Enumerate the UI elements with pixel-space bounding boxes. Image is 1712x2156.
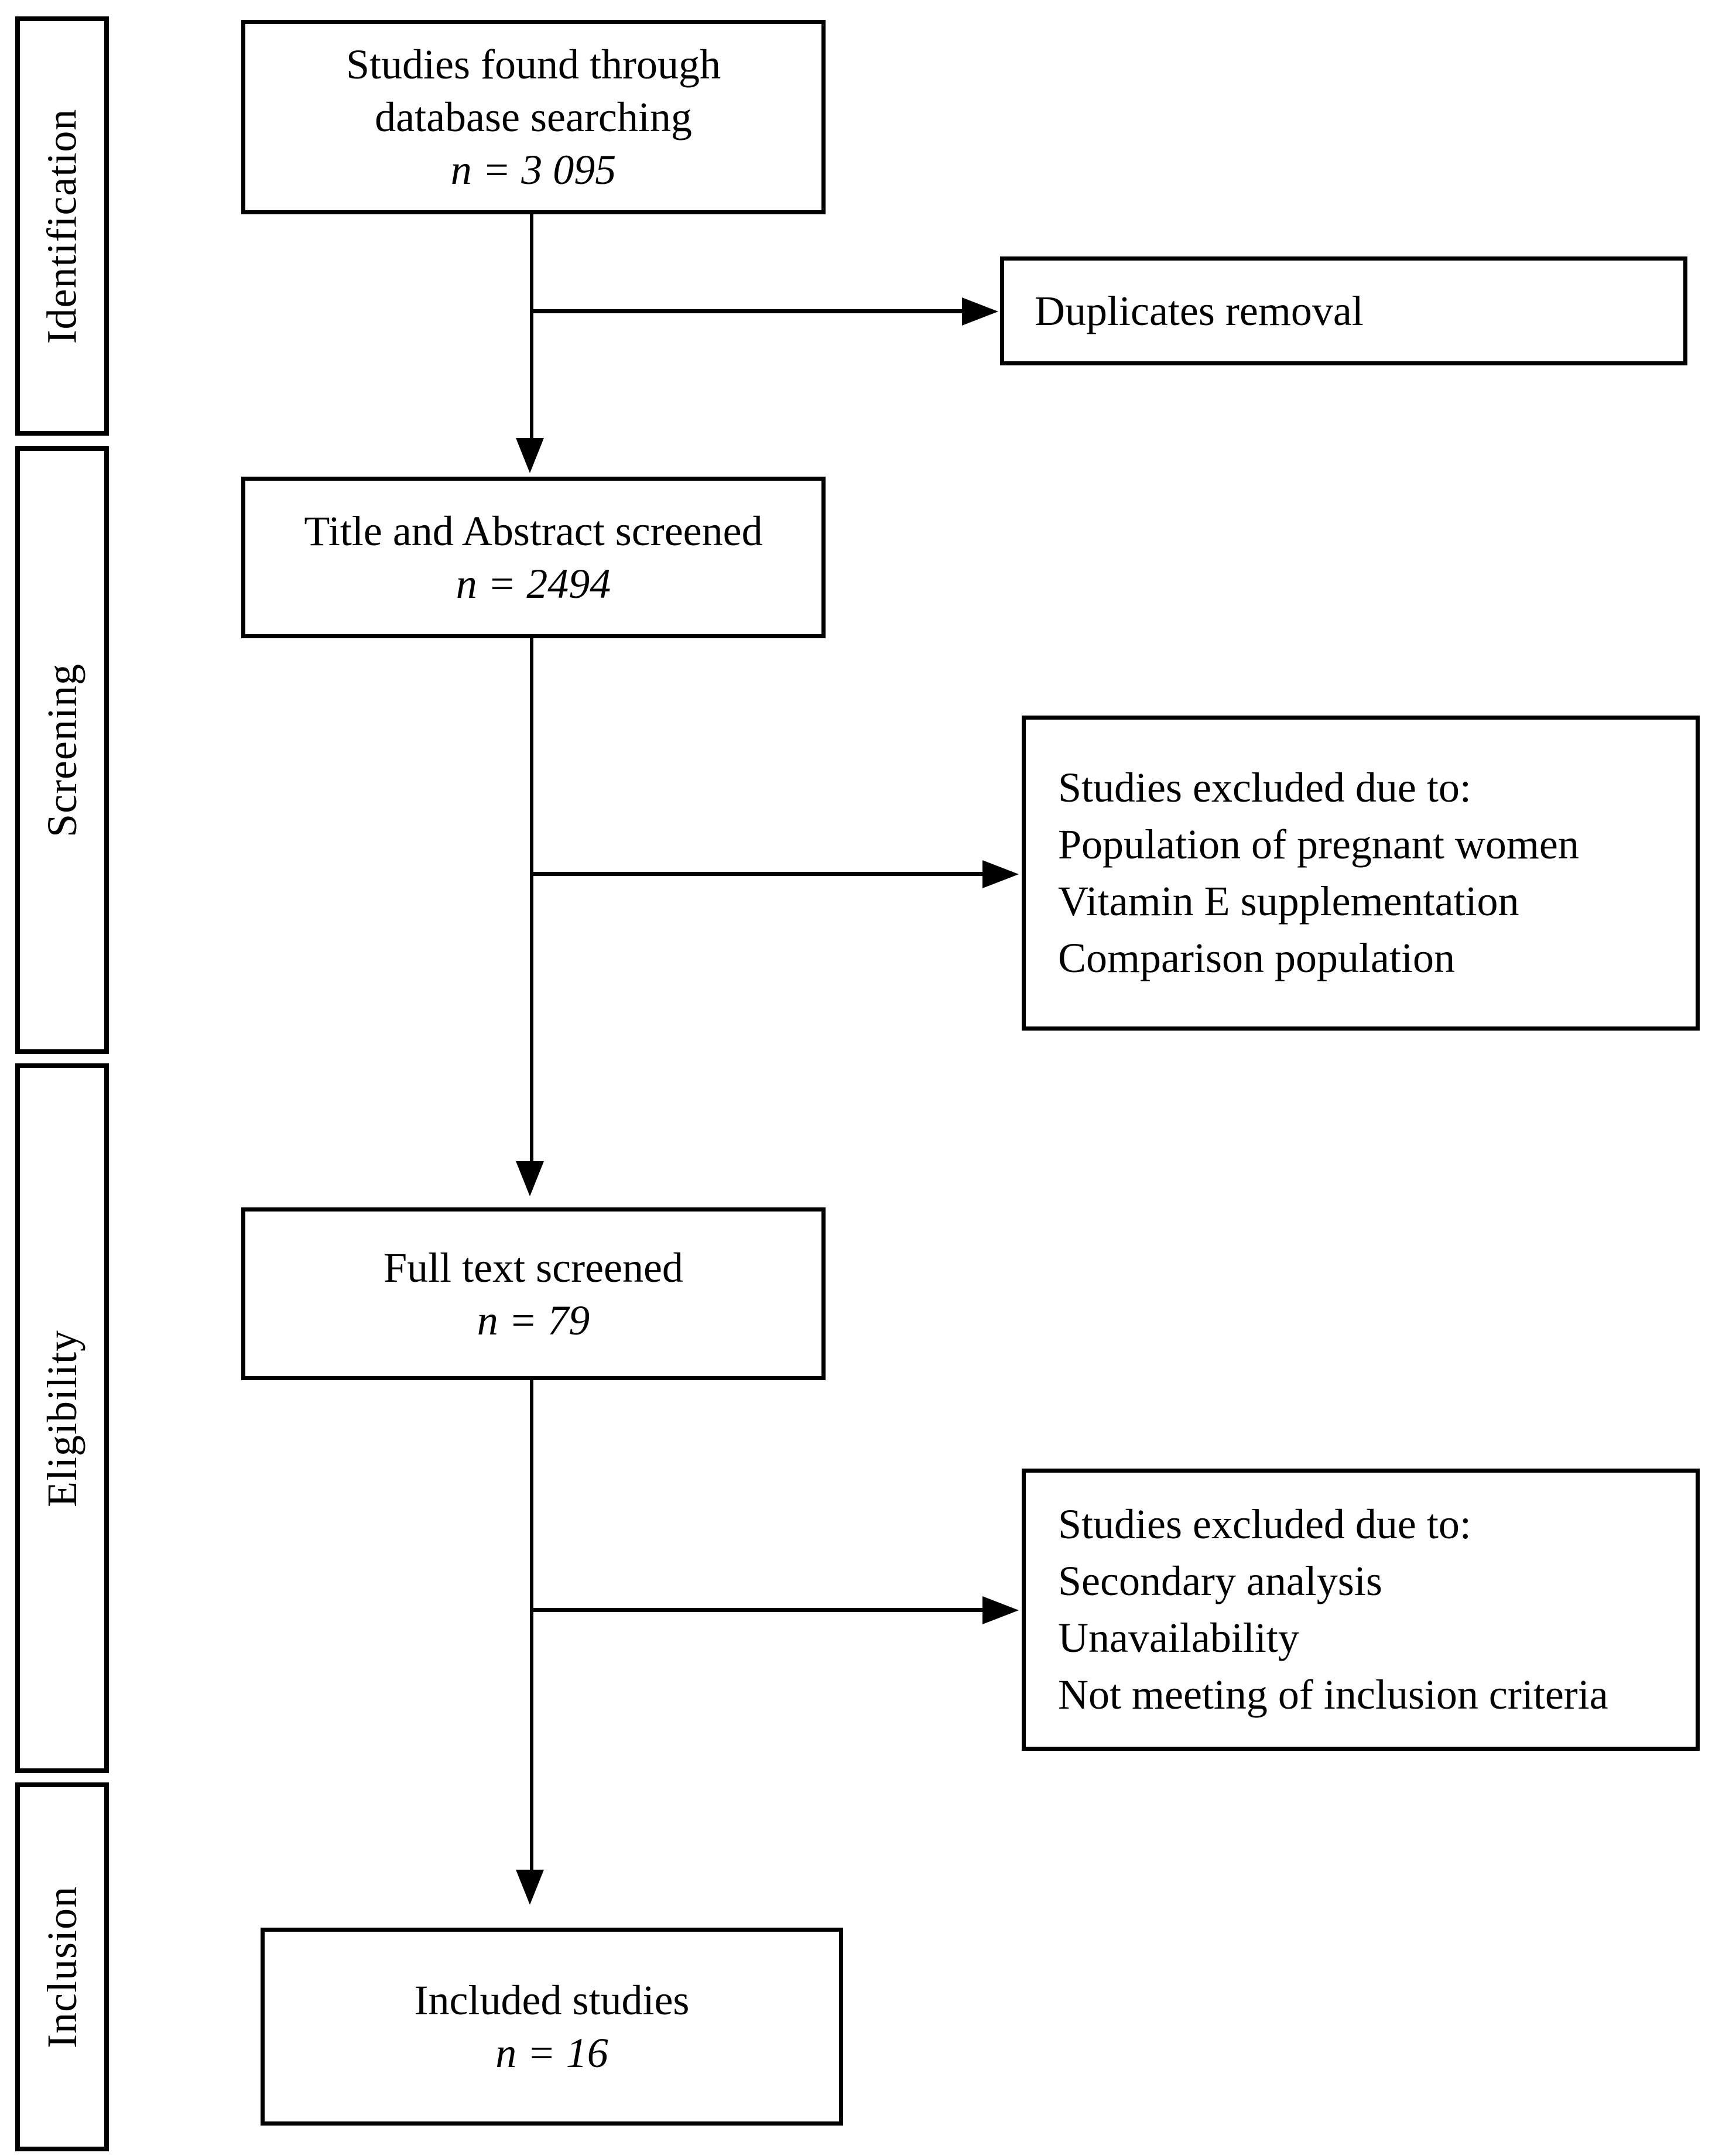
node-database-search: Studies found through database searching… xyxy=(241,20,826,214)
node-title-abstract-count: n = 2494 xyxy=(456,560,611,607)
node-excluded-screening: Studies excluded due to: Population of p… xyxy=(1022,716,1700,1031)
node-title-abstract-line1: Title and Abstract screened xyxy=(304,508,763,555)
node-excluded-screening-line3: Vitamin E supplementation xyxy=(1058,878,1519,925)
node-full-text-line1: Full text screened xyxy=(384,1244,683,1291)
node-included-line1: Included studies xyxy=(414,1977,690,2024)
stage-box-screening: Screening xyxy=(15,446,109,1054)
node-excluded-screening-line1: Studies excluded due to: xyxy=(1058,764,1471,811)
stage-label-eligibility: Eligibility xyxy=(38,1329,85,1507)
node-excluded-eligibility-line2: Secondary analysis xyxy=(1058,1558,1382,1604)
arrow-line-fulltext-to-included xyxy=(530,1380,533,1871)
node-included-studies: Included studies n = 16 xyxy=(261,1928,843,2126)
arrow-line-to-excluded-screening xyxy=(530,872,984,876)
node-database-search-line2: database searching xyxy=(375,94,692,141)
stage-box-eligibility: Eligibility xyxy=(15,1063,109,1773)
arrow-line-to-excluded-eligibility xyxy=(530,1608,984,1612)
arrowhead-search-to-screened xyxy=(516,438,544,473)
arrow-line-to-duplicates xyxy=(530,309,963,313)
node-full-text-screened: Full text screened n = 79 xyxy=(241,1207,826,1380)
arrowhead-screened-to-fulltext xyxy=(516,1161,544,1196)
stage-box-inclusion: Inclusion xyxy=(15,1782,109,2151)
node-excluded-screening-line4: Comparison population xyxy=(1058,935,1455,981)
node-excluded-eligibility-line3: Unavailability xyxy=(1058,1614,1299,1661)
stage-label-identification: Identification xyxy=(38,108,85,344)
node-duplicates-removal: Duplicates removal xyxy=(1000,256,1687,365)
node-excluded-eligibility: Studies excluded due to: Secondary analy… xyxy=(1022,1469,1700,1751)
stage-box-identification: Identification xyxy=(15,16,109,436)
node-excluded-eligibility-line4: Not meeting of inclusion criteria xyxy=(1058,1671,1608,1718)
node-duplicates-removal-label: Duplicates removal xyxy=(1035,288,1364,334)
node-excluded-screening-line2: Population of pregnant women xyxy=(1058,821,1579,868)
stage-label-inclusion: Inclusion xyxy=(38,1885,85,2048)
arrow-line-screened-to-fulltext xyxy=(530,638,533,1162)
arrowhead-to-duplicates xyxy=(962,297,998,326)
node-database-search-line1: Studies found through xyxy=(346,41,721,88)
arrowhead-fulltext-to-included xyxy=(516,1870,544,1905)
arrowhead-to-excluded-screening xyxy=(982,860,1019,888)
node-title-abstract-screened: Title and Abstract screened n = 2494 xyxy=(241,477,826,638)
stage-label-screening: Screening xyxy=(38,663,85,837)
node-excluded-eligibility-line1: Studies excluded due to: xyxy=(1058,1501,1471,1548)
node-full-text-count: n = 79 xyxy=(477,1296,590,1344)
node-included-count: n = 16 xyxy=(495,2030,608,2076)
arrow-line-search-to-screened xyxy=(530,214,533,439)
node-database-search-count: n = 3 095 xyxy=(450,146,617,193)
arrowhead-to-excluded-eligibility xyxy=(982,1596,1019,1624)
